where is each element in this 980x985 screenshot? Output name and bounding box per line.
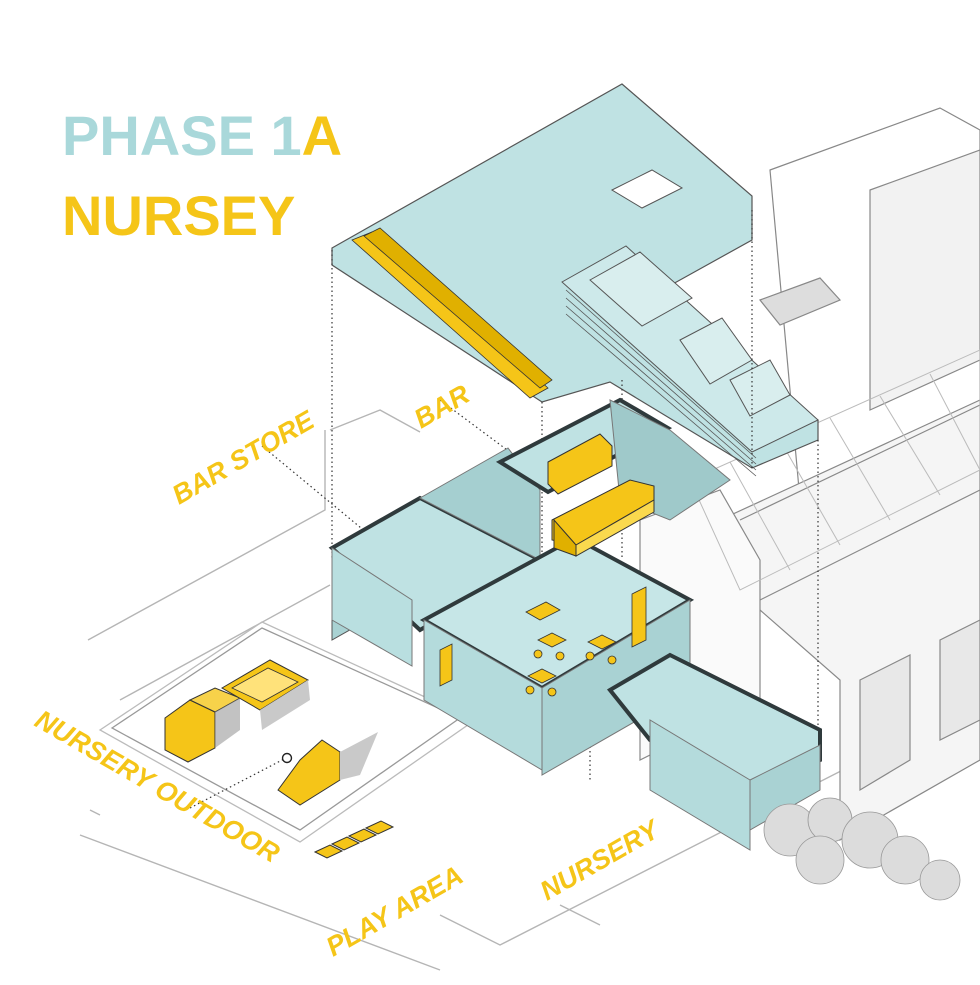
stepping-pads <box>313 820 395 859</box>
playhouse <box>164 699 216 763</box>
slide <box>277 739 341 806</box>
courtyard-paving <box>689 349 980 591</box>
trees <box>763 797 961 901</box>
play-area-enclosure <box>98 621 477 843</box>
play-equipment <box>164 659 395 859</box>
phase-suffix: A <box>301 104 343 167</box>
bar-furniture <box>547 433 655 557</box>
bench <box>525 601 561 621</box>
wall-storage <box>631 586 647 648</box>
nursery-furniture <box>439 586 647 697</box>
page-subtitle: NURSEY <box>62 184 296 247</box>
phase-label: PHASE 1 <box>62 104 302 167</box>
bar-counter <box>547 433 613 495</box>
roof-seating <box>351 227 553 399</box>
page-title: PHASE 1A <box>62 108 342 164</box>
roof-slab <box>331 83 819 477</box>
